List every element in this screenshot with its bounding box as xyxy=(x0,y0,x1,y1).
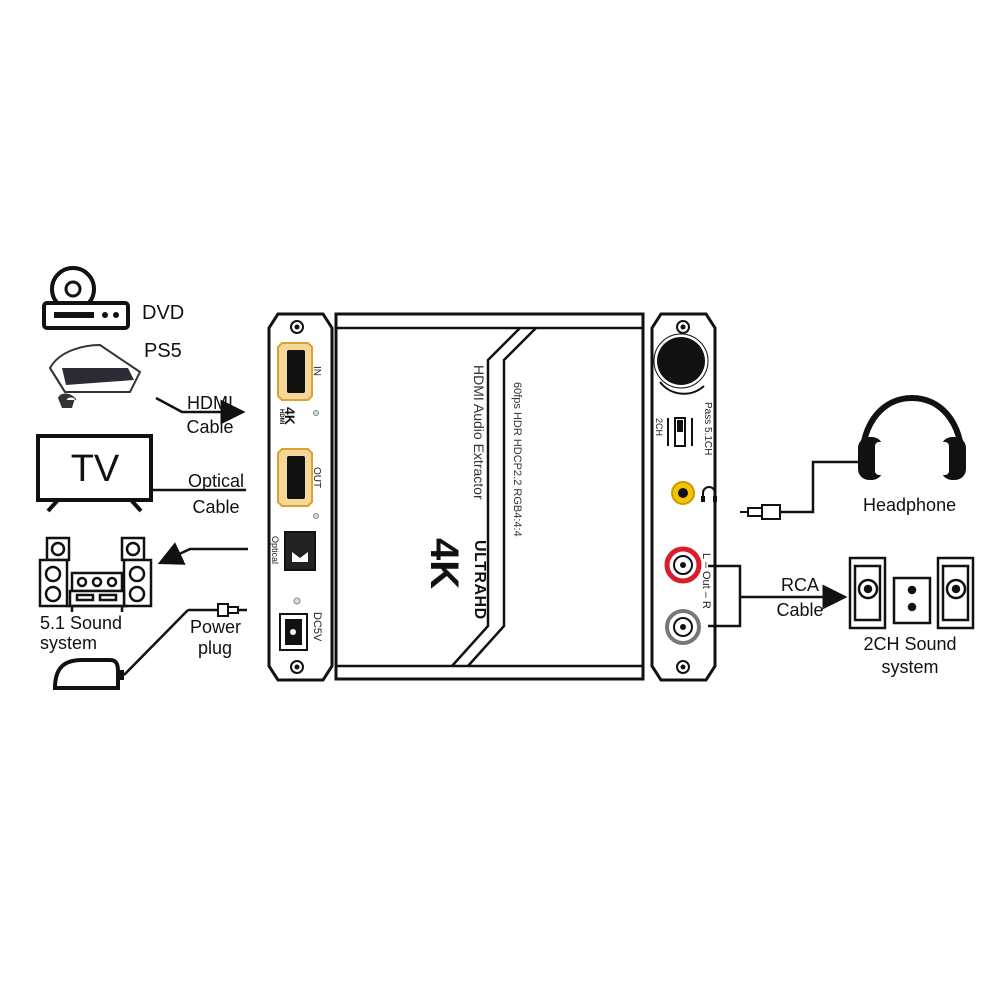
rca-cable-arrow xyxy=(708,564,848,628)
hdmi-in-label: IN xyxy=(311,366,322,376)
headphone-icon xyxy=(858,394,966,480)
product-name: HDMI Audio Extractor xyxy=(471,365,487,500)
dc5v-label: DC5V xyxy=(311,612,323,642)
spec-line: 60fps HDR HDCP2.2 RGB4:4:4 xyxy=(511,382,523,537)
rca-cable-label-2: Cable xyxy=(776,600,824,620)
hdmi-out-port[interactable] xyxy=(277,448,313,507)
hdmi-4k-logo: 4K xyxy=(282,407,298,425)
sound-51-label-2: system xyxy=(40,633,98,653)
switch-2ch-label: 2CH xyxy=(654,418,664,437)
device-right-panel xyxy=(650,312,717,682)
headphone-cable xyxy=(740,460,860,520)
tv-icon xyxy=(36,434,153,513)
power-plug-label-2: plug xyxy=(198,638,233,658)
optical-cable-label-1: Optical xyxy=(187,471,245,491)
rca-out-label: L – Out – R xyxy=(700,553,712,609)
hdmi-cable-label-2: Cable xyxy=(186,417,234,437)
dc-power-port[interactable] xyxy=(279,613,308,651)
optical-label: Optical xyxy=(270,536,280,565)
hdmi-cable-arrow xyxy=(155,396,246,425)
hdmi-in-port[interactable] xyxy=(277,342,313,401)
headphone-small-icon xyxy=(701,486,717,502)
headphone-label: Headphone xyxy=(863,495,957,515)
volume-knob[interactable] xyxy=(653,333,709,395)
hdmi-out-label: OUT xyxy=(311,467,322,489)
switch-passthrough-label: Pass 5.1CH xyxy=(702,402,713,456)
speaker-system-icon xyxy=(38,536,153,612)
rca-cable-label-1: RCA xyxy=(780,575,819,595)
power-adapter-icon xyxy=(52,603,247,690)
dvd-label: DVD xyxy=(142,302,185,324)
optical-cable-label-2: Cable xyxy=(192,497,240,517)
device-left-panel xyxy=(267,312,334,682)
headphone-jack[interactable] xyxy=(671,481,695,505)
ps5-console-icon xyxy=(48,343,142,408)
dvd-player-icon xyxy=(42,266,130,330)
device-ultrahd-logo: ULTRAHD xyxy=(471,540,488,620)
sound-2ch-label-2: system xyxy=(881,657,939,677)
hdmi-logo: HDMI xyxy=(278,409,284,425)
sound-51-label-1: 5.1 Sound xyxy=(40,613,123,633)
channel-switch[interactable] xyxy=(667,417,693,447)
rca-right-red-port[interactable] xyxy=(664,546,702,584)
sound-2ch-label-1: 2CH Sound xyxy=(863,634,957,654)
power-plug-label-1: Power xyxy=(190,617,242,637)
optical-to-speaker-arrow xyxy=(157,542,248,565)
hdmi-cable-label-1: HDMI xyxy=(187,393,233,413)
ps5-label: PS5 xyxy=(144,340,182,362)
device-4k-logo: 4K xyxy=(422,538,466,590)
device-body xyxy=(334,312,645,681)
optical-port[interactable] xyxy=(284,531,316,571)
stereo-speaker-icon xyxy=(848,556,975,630)
rca-left-white-port[interactable] xyxy=(665,609,701,645)
tv-screen-label: TV xyxy=(70,448,120,490)
